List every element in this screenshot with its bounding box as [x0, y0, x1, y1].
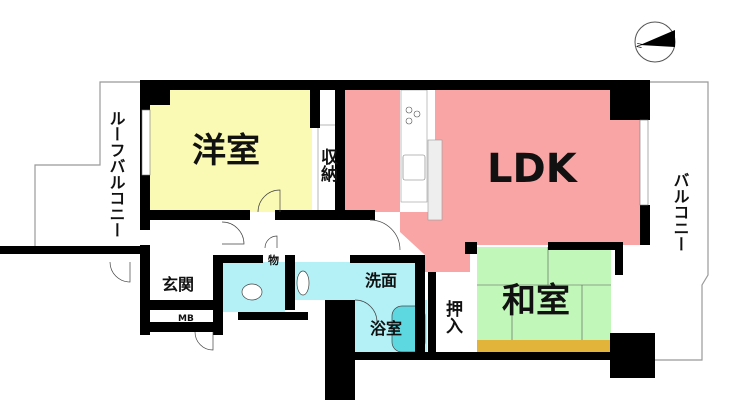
compass-icon: N [634, 21, 676, 63]
oshiire [436, 282, 468, 354]
label-storage: 物 [268, 253, 279, 267]
kitchen-partition [427, 139, 443, 221]
balcony-outline [650, 81, 709, 361]
meter-box [175, 312, 210, 322]
western-room [150, 90, 312, 212]
doors [109, 189, 401, 351]
label-meter-box: MB [178, 314, 194, 324]
label-washroom: 洗面 [365, 271, 397, 290]
window-western-room [141, 109, 151, 176]
washroom [295, 262, 415, 300]
stove-burner-icon [405, 106, 413, 114]
corridor [150, 220, 400, 260]
washbasin-icon [296, 270, 310, 296]
entrance [150, 263, 212, 301]
label-balcony: バルコニー [671, 172, 690, 252]
kitchen-sink-icon [402, 154, 426, 181]
stove-burner-icon [413, 110, 421, 118]
kitchen-counter [400, 89, 428, 203]
japanese-room [477, 247, 611, 342]
label-bathroom: 浴室 [370, 319, 402, 338]
compass-north-label: N [636, 42, 645, 49]
toilet-icon [241, 283, 263, 301]
tatami-edge [477, 340, 611, 354]
label-oshiire: 押入 [442, 299, 463, 334]
label-closet: 収納 [317, 148, 338, 183]
window-ldk [639, 119, 649, 206]
tatami-lines [477, 247, 611, 340]
label-roof-balcony: ルーフバルコニー [107, 110, 126, 238]
stove-burner-icon [405, 117, 413, 125]
label-ldk: LDK [487, 146, 579, 192]
ldk-room [345, 90, 640, 272]
label-entrance: 玄関 [162, 275, 194, 294]
label-western-room: 洋室 [192, 131, 260, 171]
label-japanese-room: 和室 [502, 281, 570, 321]
